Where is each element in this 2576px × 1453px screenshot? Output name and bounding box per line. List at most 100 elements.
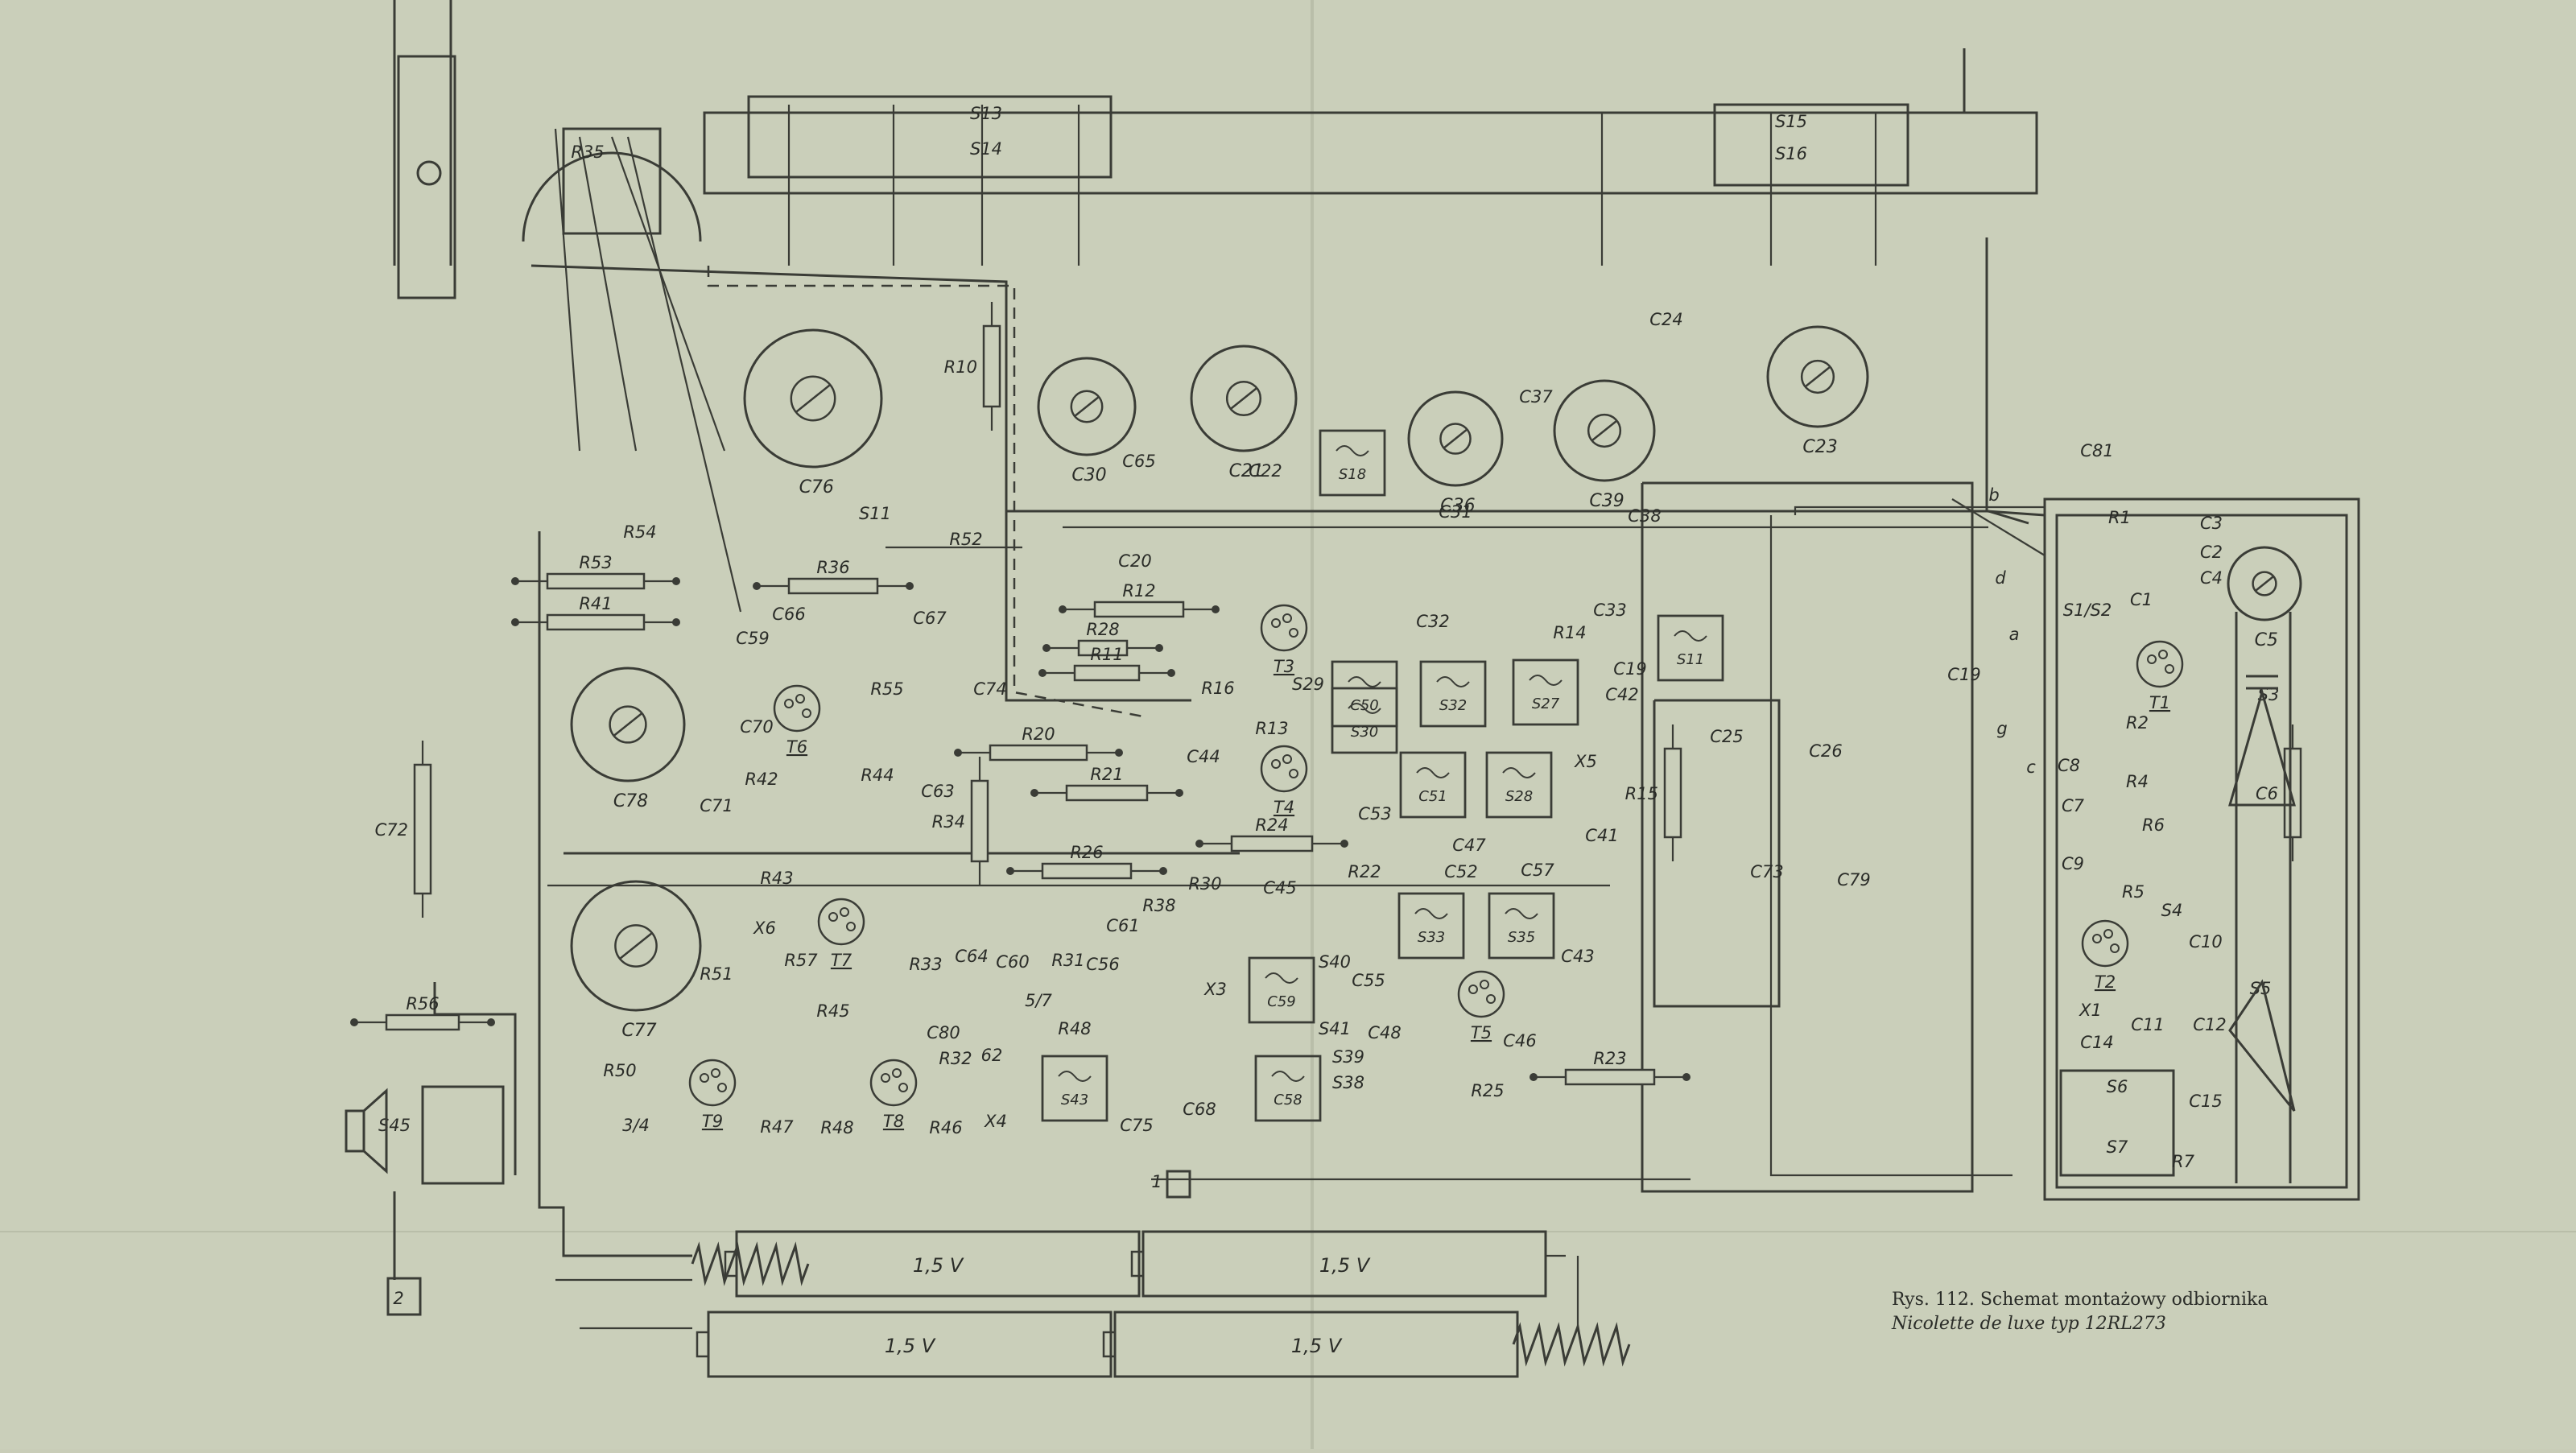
component-label: C61 [1106,916,1139,935]
component-label: c [2026,757,2036,777]
capacitor: C36 [1407,390,1504,516]
if-can-label: C50 [1350,697,1378,714]
resistor-body [1077,639,1129,657]
transistor-pin [846,922,856,931]
component-label: C52 [1444,862,1477,881]
solder-point [1175,789,1183,797]
transistor-pin [1282,754,1292,764]
capacitor-body [1407,390,1504,487]
transistor-body [688,1059,737,1107]
solder-point [511,618,519,626]
capacitor-screw [1074,396,1100,417]
transistor: T7 [817,898,865,970]
component-label: C48 [1368,1023,1401,1042]
board-outline [386,0,2360,1316]
capacitor: C78 [570,667,686,811]
component-label: C1 [2130,590,2153,609]
capacitor-slot [2252,571,2277,596]
loudspeaker [345,1088,388,1174]
component-label: C75 [1120,1116,1153,1135]
if-can-label: S33 [1418,929,1445,946]
transistor: T9 [688,1059,737,1131]
transistor-pin [2103,929,2113,939]
component-label: d [1995,568,2006,588]
component-label: C66 [772,605,805,624]
component-label: C59 [736,629,769,648]
capacitor-slot [1587,413,1622,448]
capacitor-screw [1591,419,1618,442]
coil-winding [1674,630,1707,642]
if-transformer: C51 [1399,751,1467,819]
component-label: S45 [378,1116,411,1135]
capacitor: C21 [1190,345,1298,481]
component-label: C41 [1585,826,1618,845]
component-label: C32 [1416,612,1449,631]
component-label: C55 [1352,971,1385,990]
component-label: g [1996,719,2007,738]
if-can-label: S28 [1505,788,1533,805]
component-label: C56 [1086,955,1119,974]
transistor-body [817,898,865,946]
if-can-body [1488,892,1555,960]
transistor-pin [1282,613,1292,623]
resistor-label: R21 [1090,765,1123,784]
if-transformer: S30 [1331,687,1398,754]
component-label: 5/7 [1025,991,1052,1010]
transistor-pin [700,1073,709,1083]
component-label: C37 [1519,387,1553,407]
capacitor-slot [1225,380,1262,417]
component-label: R4 [2126,772,2149,791]
resistor-label: R15 [1625,784,1658,803]
coil-winding [1348,703,1381,714]
battery-terminal [724,1250,738,1278]
if-can-label: C59 [1267,993,1295,1010]
transistor-pin [795,694,805,704]
figure-caption: Rys. 112. Schemat montażowy odbiornika N… [1892,1288,2375,1336]
battery-cell: 1,5 V [1130,1230,1547,1298]
component-label: C8 [2058,756,2080,775]
component-label: C2 [2200,543,2223,562]
solder-point [906,582,914,590]
component-label: C46 [1503,1031,1536,1051]
transistor: T5 [1457,970,1505,1042]
component-label: R13 [1255,719,1288,738]
component-label: C38 [1628,506,1661,526]
component-label: R31 [1051,951,1084,970]
component-label: R51 [700,964,733,984]
transistor-label: T6 [786,737,807,757]
component-label: C53 [1358,804,1391,824]
component-label: S4 [2161,901,2183,920]
battery-cell: 1,5 V [1102,1311,1519,1378]
component-label: C79 [1837,870,1870,890]
coil-winding [1502,767,1536,778]
if-can-body [1319,429,1386,497]
capacitor-slot [609,705,647,744]
resistor-label: R23 [1593,1049,1626,1068]
resistor-label: C6 [2256,784,2278,803]
component-label: C15 [2189,1092,2222,1111]
battery-spring [1512,1322,1631,1367]
solder-point [350,1018,358,1026]
component-label: S15 [1775,112,1807,131]
resistor: R21 [1030,765,1183,802]
component-label: R35 [571,142,604,162]
transistor-label: T9 [702,1112,723,1131]
component-label: R47 [760,1117,794,1137]
battery-terminal [696,1331,710,1358]
capacitor-slot [790,375,836,422]
resistor-body [1663,747,1682,839]
vertical-resistor: C6 [2256,724,2302,861]
solder-point [1159,867,1167,875]
capacitor-label: C5 [2255,630,2278,650]
transistor-label: T7 [831,951,852,970]
resistor: R23 [1530,1049,1690,1086]
wiring [547,105,2046,1330]
component-label: b [1988,485,1999,505]
solder-point [1195,840,1203,848]
capacitor-screw [2254,576,2275,592]
component-label: R7 [2172,1152,2195,1171]
solder-point [1155,644,1163,652]
